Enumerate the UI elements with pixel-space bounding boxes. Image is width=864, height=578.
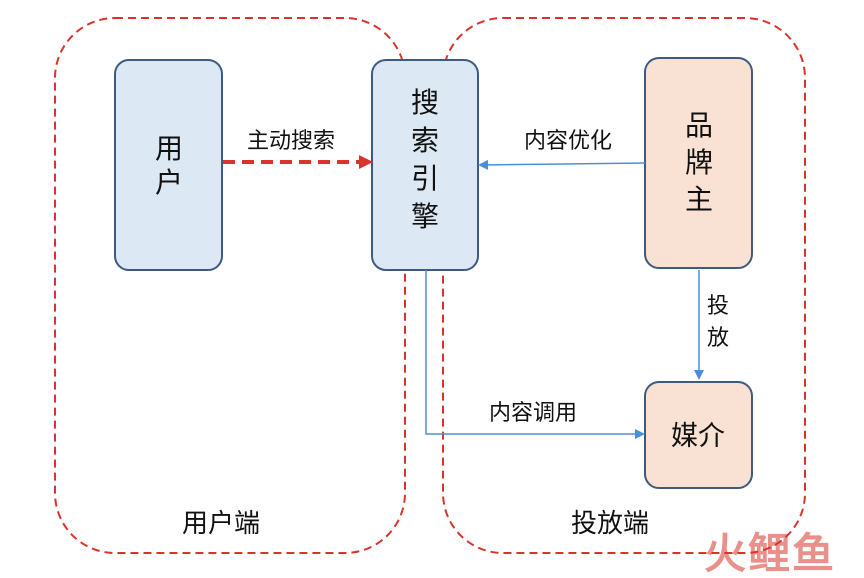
node-media (644, 381, 753, 489)
node-search-engine-label-3: 引 (411, 162, 439, 195)
node-user-label-1: 用 (155, 132, 183, 165)
node-search-engine-label-4: 擎 (411, 200, 439, 233)
edge-delivery-label-1: 投 (707, 294, 729, 319)
edge-content-invocation-label: 内容调用 (489, 401, 577, 426)
region-user-side-label: 用户端 (182, 509, 260, 539)
node-brand-owner-label-3: 主 (685, 183, 713, 216)
node-user-label-2: 户 (155, 166, 183, 199)
edge-active-search-label: 主动搜索 (247, 129, 335, 154)
node-media-label: 媒介 (671, 421, 725, 452)
node-search-engine-label-1: 搜 (411, 86, 439, 119)
node-user (114, 59, 223, 271)
watermark-logo: 火鲤鱼 (704, 529, 836, 578)
edge-content-optimization (478, 159, 646, 170)
edge-delivery-label-2: 放 (707, 326, 729, 351)
node-search-engine-label-2: 索 (411, 124, 439, 157)
edge-content-optimization-label: 内容优化 (524, 129, 612, 154)
node-brand-owner-label-1: 品 (685, 109, 713, 142)
edge-content-invocation (425, 270, 645, 439)
node-brand-owner-label-2: 牌 (685, 146, 713, 179)
region-user-side (54, 17, 406, 554)
region-delivery-side-label: 投放端 (571, 509, 649, 539)
region-delivery-side (442, 17, 806, 554)
